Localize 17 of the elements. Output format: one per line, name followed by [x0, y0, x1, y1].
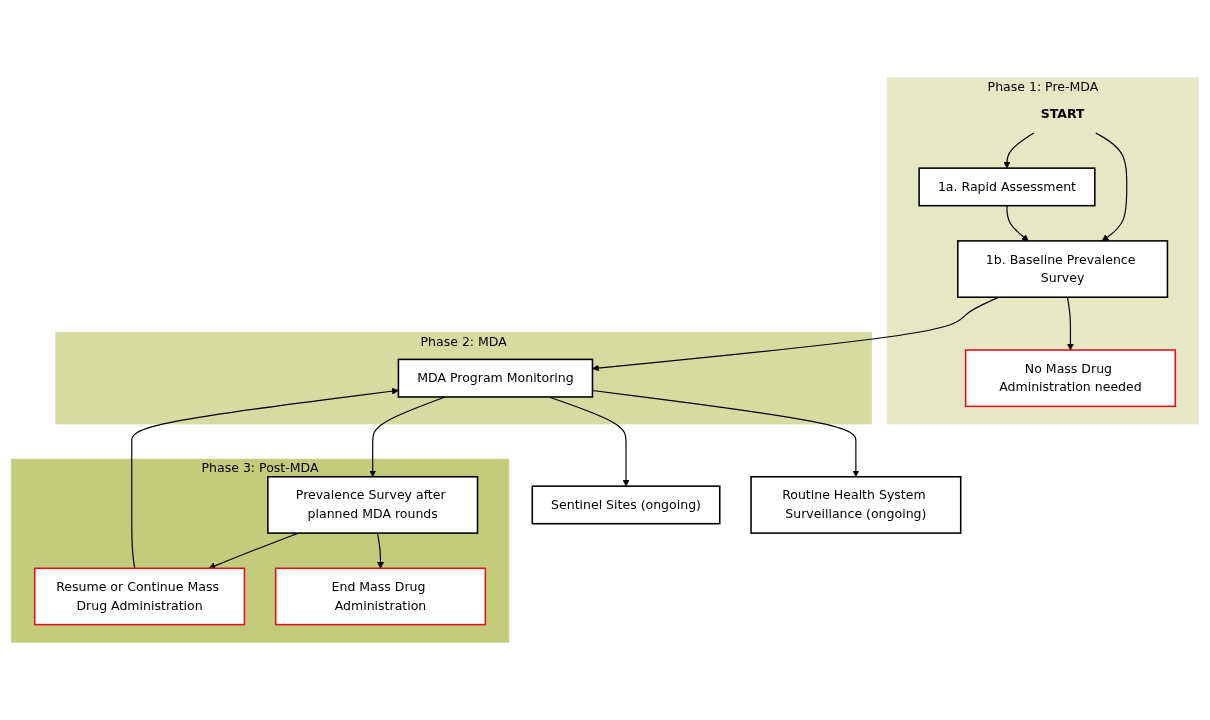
arrow — [1003, 132, 1035, 169]
node-text: START — [1040, 106, 1085, 122]
node-box: MDA Program Monitoring — [397, 358, 594, 398]
node-box: Resume or Continue Mass Drug Administration — [33, 567, 246, 626]
node-box: 1b. Baseline Prevalence Survey — [957, 240, 1169, 298]
arrow — [376, 532, 384, 569]
arrow — [1066, 296, 1074, 351]
node-box: Sentinel Sites (ongoing) — [531, 485, 721, 525]
node-box: Prevalence Survey after planned MDA rounds — [267, 476, 479, 534]
node-box: No Mass Drug Administration needed — [964, 349, 1177, 408]
node-box: 1a. Rapid Assessment — [918, 167, 1096, 207]
arrow — [131, 387, 399, 569]
arrow — [1095, 132, 1128, 242]
node-box: End Mass Drug Administration — [274, 567, 487, 626]
arrow — [1006, 205, 1029, 242]
node-box: Routine Health System Surveillance (ongoing) — [750, 476, 962, 534]
arrow — [369, 396, 446, 478]
